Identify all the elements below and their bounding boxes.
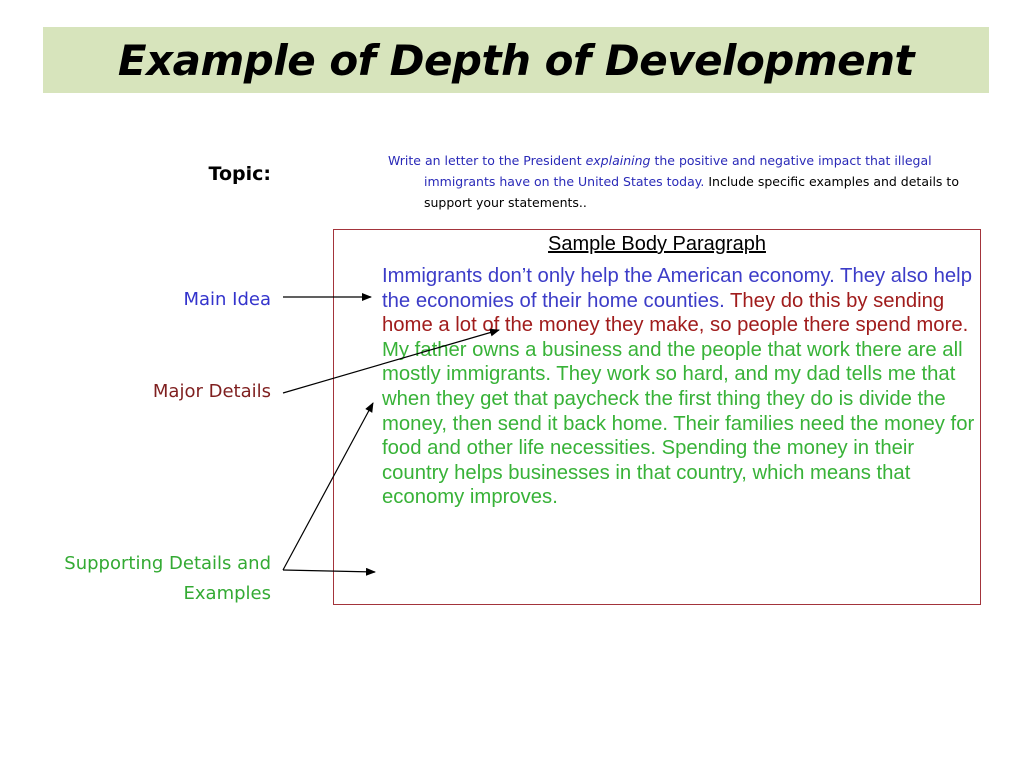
sample-paragraph-heading: Sample Body Paragraph <box>548 233 766 255</box>
major-detail-sentence: They do this by sending home a lot of th… <box>382 289 969 337</box>
sample-paragraph-box: Sample Body Paragraph Immigrants don’t o… <box>333 229 981 605</box>
sample-paragraph-text: Immigrants don’t only help the American … <box>382 264 976 510</box>
prompt-text-part1: Write an letter to the President <box>388 153 586 168</box>
page-title: Example of Depth of Development <box>117 35 915 85</box>
main-idea-label: Main Idea <box>183 289 271 310</box>
prompt-text-part4: Include specific examples and details to… <box>424 174 959 210</box>
supporting-details-text: My father owns a business and the people… <box>382 338 975 509</box>
prompt-text-part3: the positive and negative impact that il… <box>424 153 932 189</box>
supporting-label-line2: Examples <box>183 583 271 604</box>
prompt-text-italic: explaining <box>585 153 651 168</box>
supporting-label-line1: Supporting Details and <box>64 553 271 574</box>
topic-label: Topic: <box>208 163 271 185</box>
title-bar: Example of Depth of Development <box>43 27 989 93</box>
major-details-label: Major Details <box>152 381 271 402</box>
topic-prompt: Write an letter to the President explain… <box>388 150 984 213</box>
supporting-details-label: Supporting Details and Examples <box>64 549 271 609</box>
main-idea-sentence: Immigrants don’t only help the American … <box>382 265 972 312</box>
